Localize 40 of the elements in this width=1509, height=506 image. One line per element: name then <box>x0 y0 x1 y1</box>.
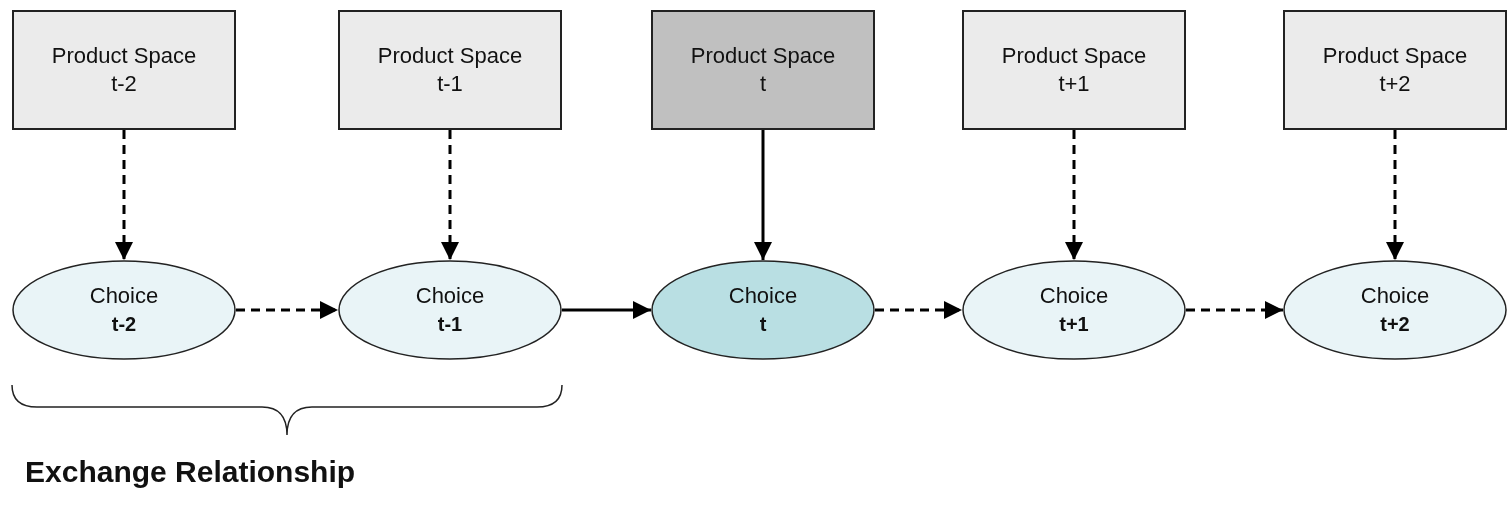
node-title: Choice <box>89 282 159 310</box>
choice-ellipse <box>12 260 236 360</box>
product-space-box <box>962 10 1186 130</box>
arrow <box>115 130 133 260</box>
arrow <box>1186 301 1283 319</box>
time-label: t+1 <box>1058 70 1090 98</box>
node-title: Product Space <box>1322 42 1468 70</box>
choice-ellipse <box>338 260 562 360</box>
time-label: t+1 <box>1059 312 1089 337</box>
arrow <box>875 301 962 319</box>
time-label: t <box>759 312 767 337</box>
node-title: Choice <box>415 282 485 310</box>
choice-ellipse <box>651 260 875 360</box>
arrow <box>236 301 338 319</box>
time-label: t+2 <box>1379 70 1411 98</box>
choice-ellipse <box>1283 260 1507 360</box>
arrow <box>754 130 772 260</box>
product-space-box <box>338 10 562 130</box>
time-label: t-2 <box>111 70 137 98</box>
node-title: Product Space <box>377 42 523 70</box>
node-title: Choice <box>1039 282 1109 310</box>
node-title: Choice <box>728 282 798 310</box>
choice-ellipse <box>962 260 1186 360</box>
node-title: Choice <box>1360 282 1430 310</box>
node-title: Product Space <box>690 42 836 70</box>
time-label: t+2 <box>1380 312 1410 337</box>
node-title: Product Space <box>51 42 197 70</box>
group-label: Exchange Relationship <box>25 455 356 489</box>
time-label: t-2 <box>111 312 137 337</box>
product-space-box <box>651 10 875 130</box>
node-title: Product Space <box>1001 42 1147 70</box>
time-label: t-1 <box>437 312 463 337</box>
arrow <box>1386 130 1404 260</box>
arrow <box>562 301 651 319</box>
time-label: t <box>759 70 767 98</box>
product-space-box <box>1283 10 1507 130</box>
time-label: t-1 <box>437 70 463 98</box>
arrow <box>441 130 459 260</box>
product-space-box <box>12 10 236 130</box>
arrow <box>1065 130 1083 260</box>
